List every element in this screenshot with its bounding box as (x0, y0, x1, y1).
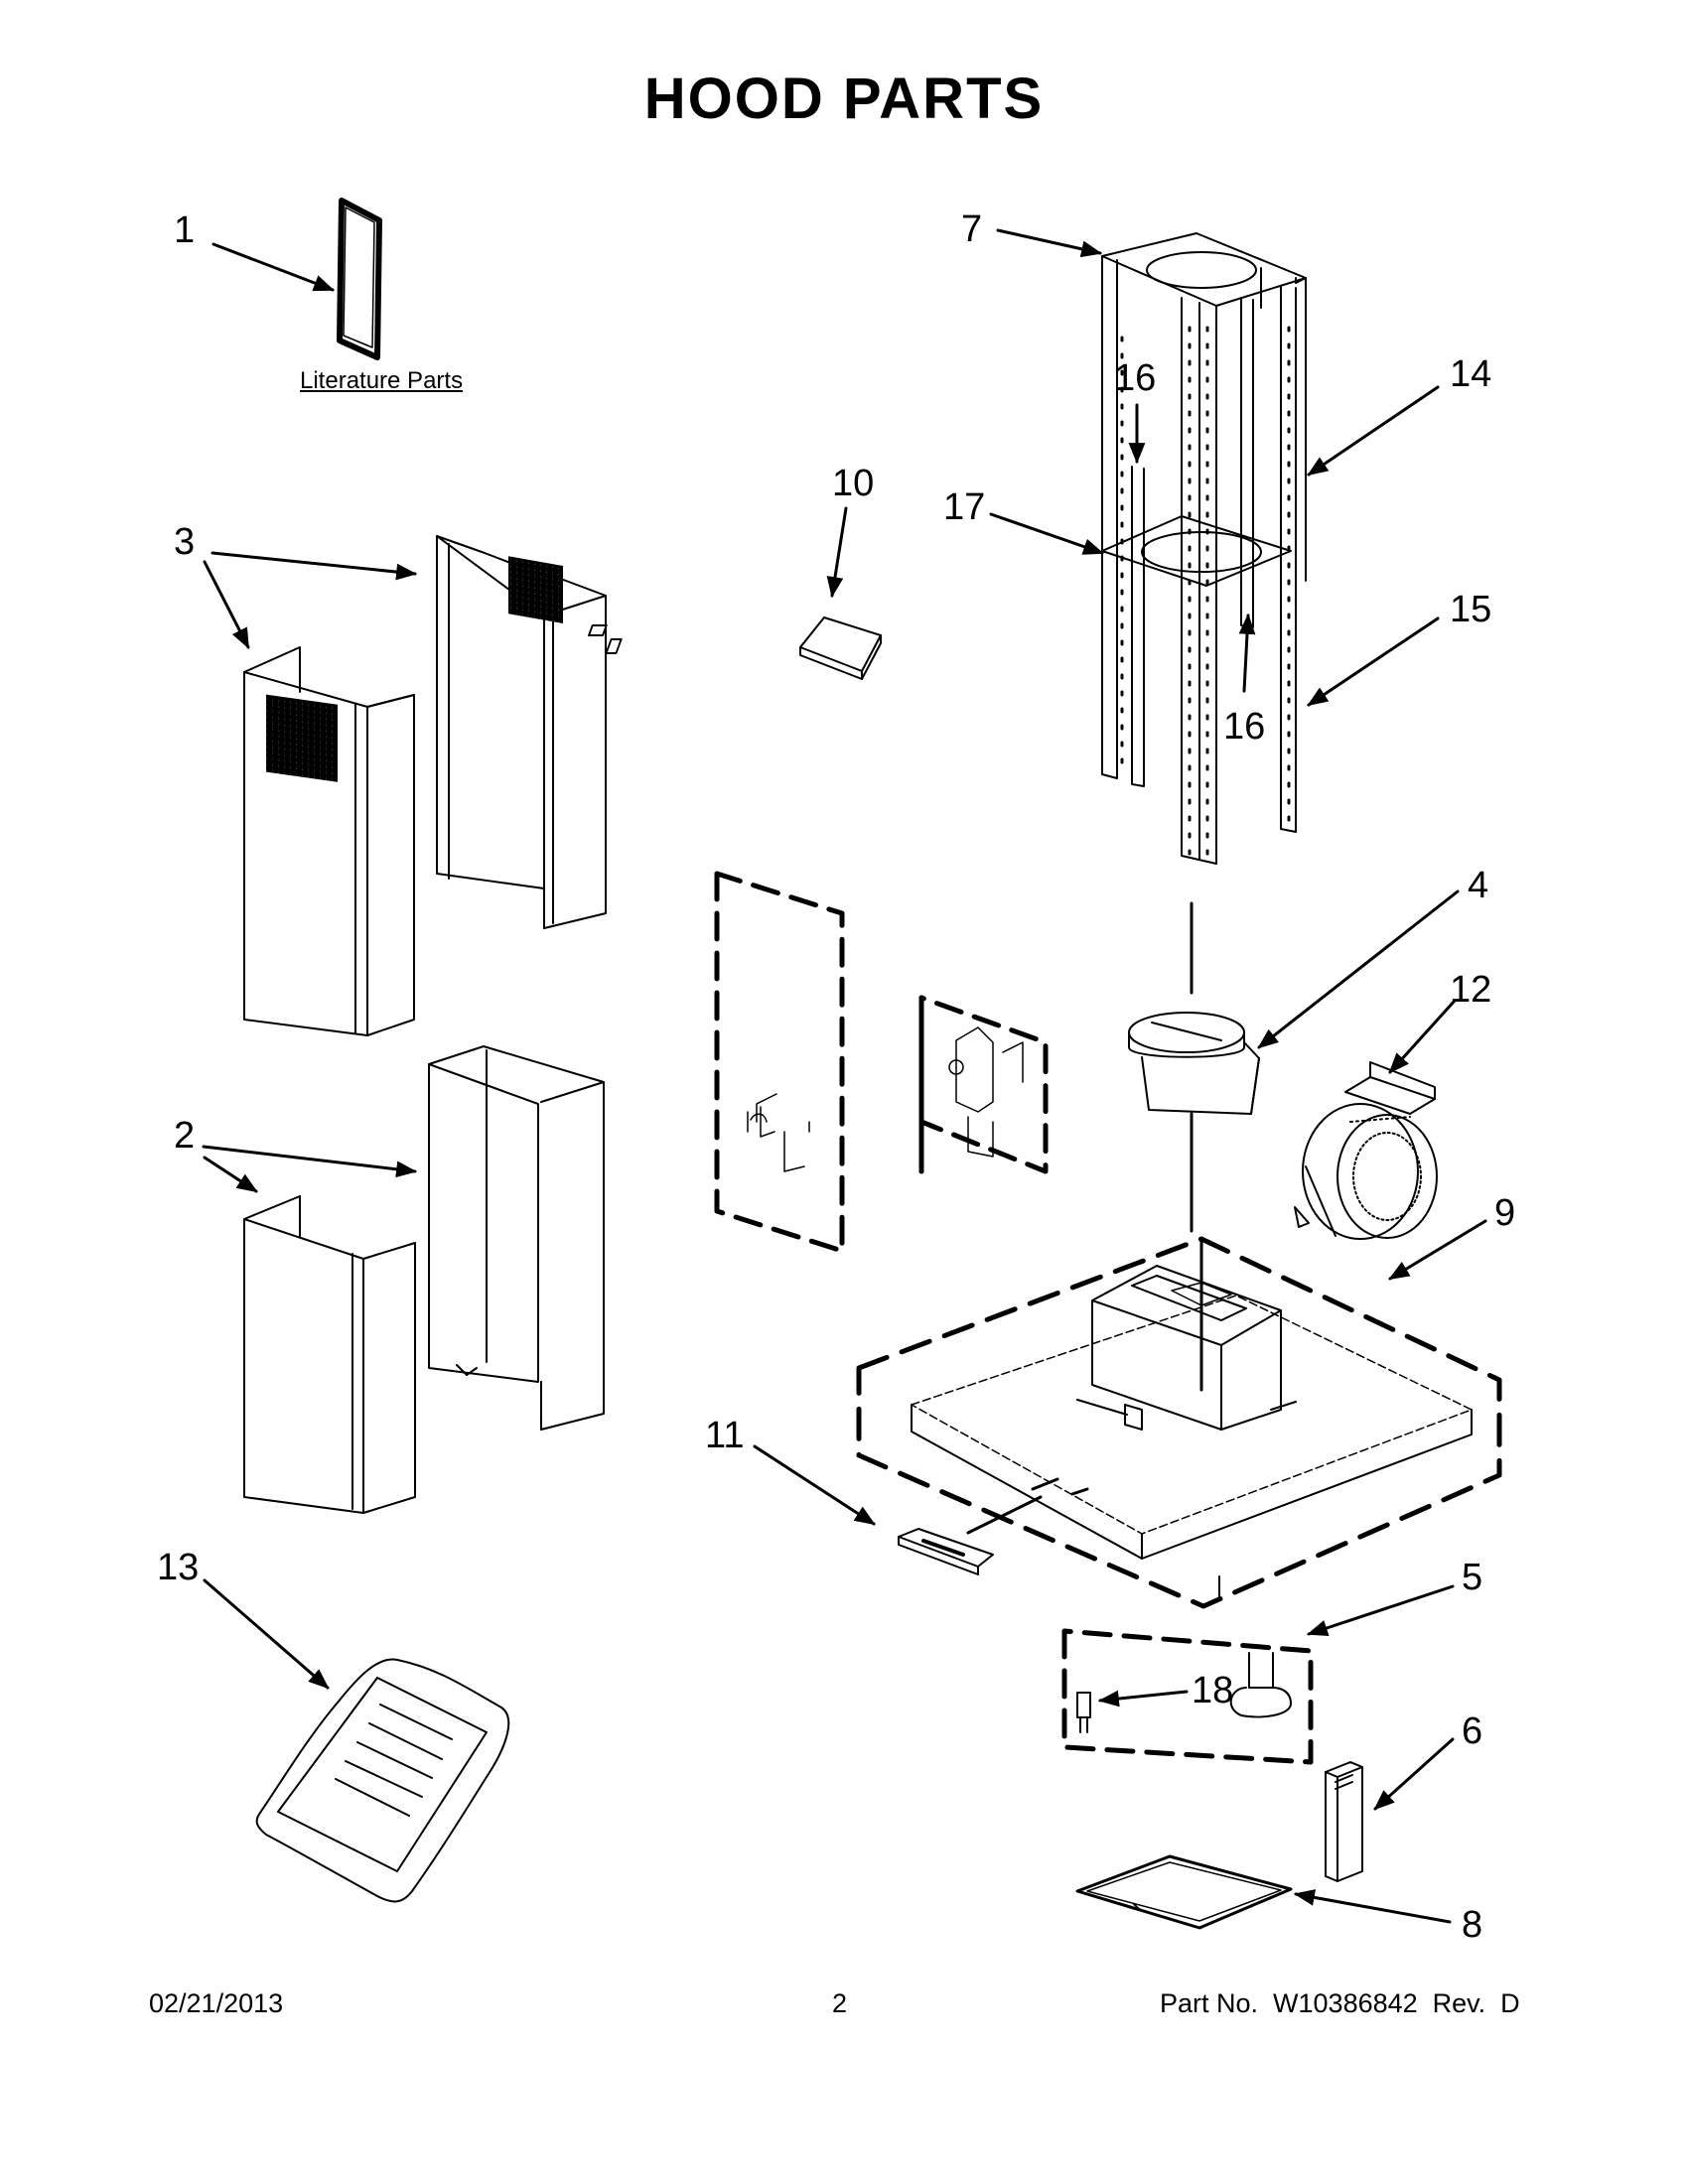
callout-10: 10 (832, 463, 875, 504)
callout-17: 17 (943, 486, 986, 528)
footer-date: 02/21/2013 (149, 1988, 284, 2018)
callout-6: 6 (1462, 1710, 1483, 1752)
light-switch-part (898, 1495, 1043, 1575)
lamp-assembly-part (1061, 1628, 1314, 1765)
footer-part-number: Part No. W10386842 Rev. D (1160, 1988, 1520, 2018)
lamp-wiring-details (756, 1093, 777, 1123)
switch-assembly-details (747, 1026, 1024, 1172)
callout-5: 5 (1462, 1557, 1483, 1598)
support-frame-part (1101, 232, 1307, 865)
literature-booklet-part (337, 198, 382, 360)
callout-3: 3 (174, 521, 196, 563)
callout-12: 12 (1450, 969, 1492, 1011)
callout-4: 4 (1468, 865, 1489, 906)
callout-9: 9 (1494, 1192, 1516, 1234)
instruction-sheet-part (255, 1658, 510, 1903)
footer-page-number: 2 (832, 1988, 848, 2018)
lower-chimney-cover-part (243, 1045, 605, 1514)
callout-18: 18 (1192, 1670, 1234, 1711)
callout-16-lower: 16 (1223, 706, 1266, 748)
control-board-part (587, 616, 882, 680)
duct-transition-part (1128, 901, 1260, 1233)
literature-parts-label: Literature Parts (300, 367, 464, 394)
callout-11: 11 (705, 1415, 745, 1456)
callout-1: 1 (174, 209, 196, 251)
callout-7: 7 (961, 208, 983, 250)
page-title: HOOD PARTS (643, 67, 1045, 131)
upper-chimney-cover-part (243, 535, 607, 1036)
hood-canopy-part (856, 1236, 1502, 1609)
callout-16-upper: 16 (1114, 357, 1157, 399)
callout-leaders (202, 228, 1487, 1924)
filter-module-part (1325, 1761, 1363, 1882)
blower-motor-part (1294, 1061, 1438, 1240)
callout-13: 13 (157, 1547, 200, 1588)
callout-8: 8 (1462, 1904, 1483, 1946)
callout-15: 15 (1450, 589, 1492, 630)
switch-assembly-group (714, 871, 1049, 1254)
callout-14: 14 (1450, 353, 1492, 395)
callout-2: 2 (174, 1115, 196, 1157)
grease-filter-part (1075, 1854, 1293, 1930)
